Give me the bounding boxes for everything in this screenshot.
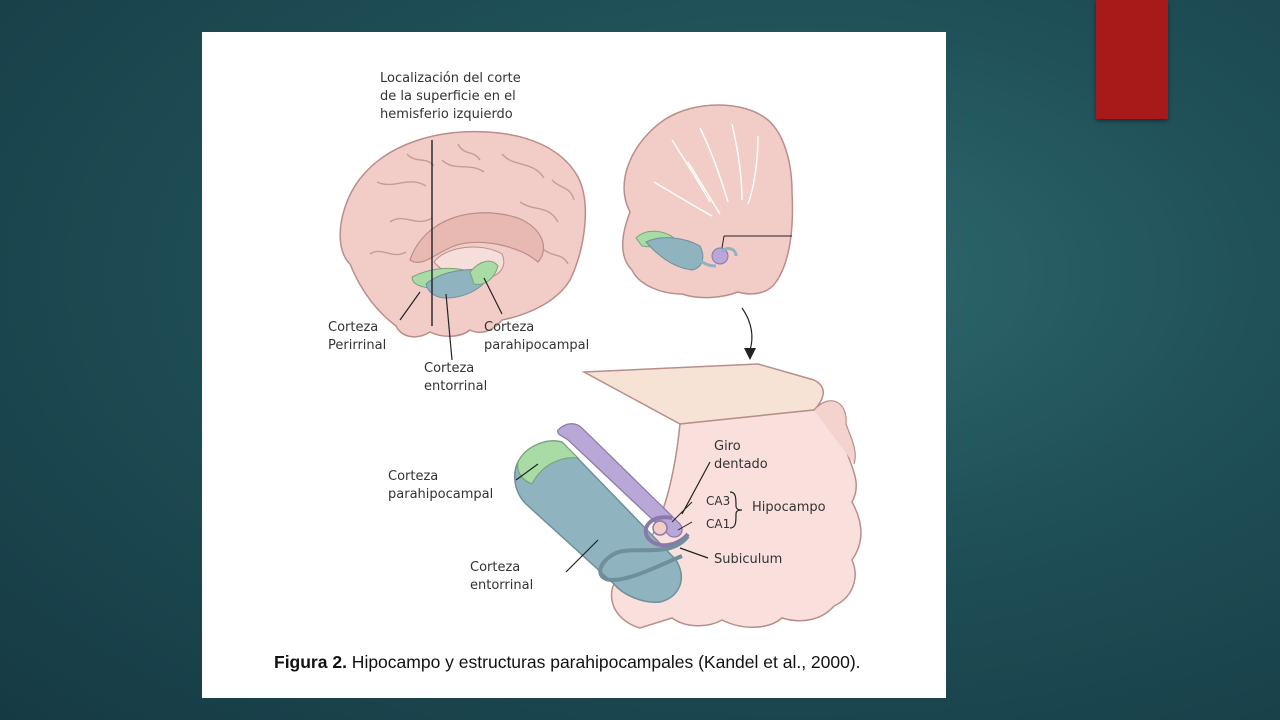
ca-fields xyxy=(643,515,690,548)
label-dentate-gyrus: Giro dentado xyxy=(714,439,768,472)
coronal-section xyxy=(622,104,794,299)
block-side-face xyxy=(813,400,856,465)
dentate-gyrus-leader xyxy=(681,461,711,515)
coronal-section-view xyxy=(622,104,794,360)
label-ca1: CA1 xyxy=(706,517,731,531)
ca3-leader xyxy=(671,501,693,523)
label-subiculum: Subiculum xyxy=(714,552,783,567)
label-entorhinal-bottom: Corteza entorrinal xyxy=(470,560,534,593)
caption-text: Hipocampo y estructuras parahipocampales… xyxy=(346,652,861,672)
label-ca3: CA3 xyxy=(706,494,731,508)
label-hippocampus: Hipocampo xyxy=(752,500,826,515)
accent-bar xyxy=(1096,0,1168,119)
label-perirhinal: Corteza Perirrinal xyxy=(328,320,387,353)
arrow-head xyxy=(744,348,756,360)
caption-label: Figura 2. xyxy=(274,652,347,672)
hippocampus-tube xyxy=(557,423,683,538)
label-parahippocampal-bottom: Corteza parahipocampal xyxy=(388,469,494,502)
coronal-cut-tick xyxy=(721,235,725,249)
dentate-gyrus-core xyxy=(652,520,668,536)
parahippocampal-bottom-leader xyxy=(515,463,539,481)
subiculum-leader xyxy=(679,547,709,559)
entorhinal-leader xyxy=(445,293,453,361)
parahippocampal-band xyxy=(517,440,580,485)
subiculum-curve xyxy=(598,534,690,583)
label-parahippocampal-top: Corteza parahipocampal xyxy=(484,320,590,353)
medial-sulci xyxy=(369,143,575,265)
ca1-leader xyxy=(677,521,693,531)
hippocampus-brace xyxy=(729,491,743,529)
parahippocampal-region xyxy=(469,260,499,285)
brain-illustration xyxy=(339,104,862,629)
figure-card: Localización del corte de la superficie … xyxy=(202,32,946,698)
hippocampus-3d-view xyxy=(513,363,862,629)
label-cut-location: Localización del corte de la superficie … xyxy=(380,71,521,122)
white-matter-fibers xyxy=(653,123,759,217)
arrow-shaft xyxy=(741,307,753,351)
parahippocampal-leader xyxy=(483,277,503,315)
medial-brain-view xyxy=(339,130,587,361)
corpus-callosum xyxy=(409,212,545,263)
coronal-hippocampus xyxy=(711,247,729,265)
label-entorhinal-top: Corteza entorrinal xyxy=(424,361,488,394)
perirhinal-leader xyxy=(399,291,421,321)
entorhinal-bottom-leader xyxy=(565,539,599,573)
figure-caption: Figura 2. Hipocampo y estructuras parahi… xyxy=(274,652,934,673)
coronal-subiculum xyxy=(697,247,738,268)
